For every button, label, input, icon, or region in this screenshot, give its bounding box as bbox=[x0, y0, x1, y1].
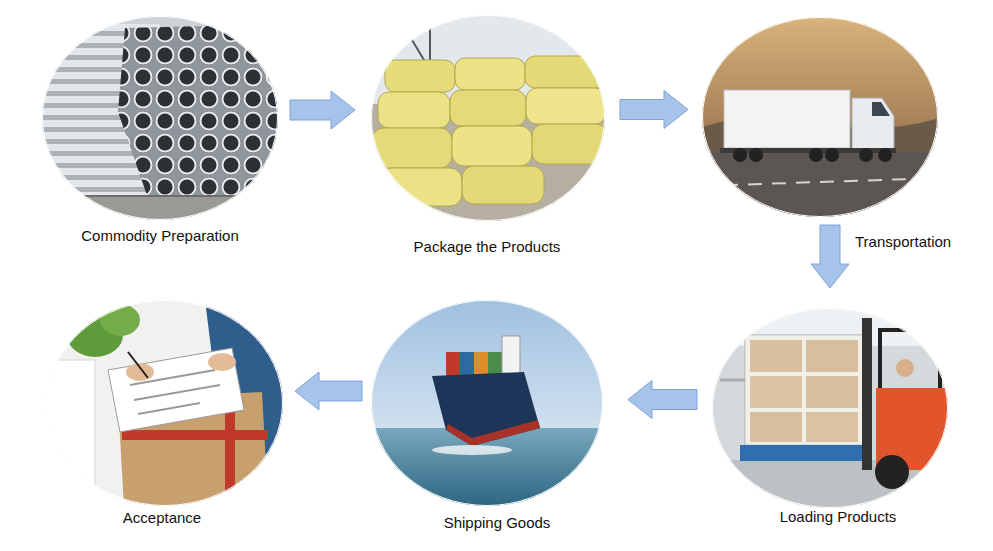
step-circle: Acceptance bbox=[47, 300, 283, 506]
step-circle: Shipping Goods bbox=[371, 300, 603, 506]
truck-photo-part bbox=[809, 148, 823, 162]
forklift-photo-part bbox=[740, 445, 868, 461]
circle-outline bbox=[712, 308, 948, 508]
forklift-photo-part bbox=[862, 318, 872, 470]
delivery-acceptance-photo-part bbox=[45, 360, 95, 510]
step-label: Package the Products bbox=[414, 238, 561, 256]
circle-outline bbox=[372, 301, 603, 506]
truck-photo-part bbox=[825, 148, 839, 162]
truck-photo-part bbox=[733, 148, 747, 162]
forklift-photo-part bbox=[745, 335, 863, 445]
packaged-bundles-photo-part bbox=[452, 126, 532, 166]
packaged-bundles-photo-part bbox=[372, 128, 452, 168]
step-label: Commodity Preparation bbox=[81, 227, 239, 245]
truck-photo-part bbox=[859, 148, 873, 162]
flow-arrow bbox=[290, 91, 355, 129]
flow-arrow bbox=[620, 91, 688, 129]
packaged-bundles-photo-part bbox=[526, 88, 606, 124]
flow-arrow bbox=[628, 381, 697, 419]
packaged-bundles-photo-part bbox=[532, 124, 608, 164]
step-circle: Transportation bbox=[702, 17, 938, 217]
forklift-photo-part bbox=[875, 455, 909, 489]
delivery-acceptance-photo-part bbox=[208, 353, 236, 371]
packaged-bundles-photo-part bbox=[378, 92, 450, 128]
delivery-acceptance-photo-part bbox=[108, 348, 244, 432]
forklift-photo-part bbox=[896, 359, 914, 377]
cargo-ship-photo-part bbox=[432, 445, 512, 455]
truck-photo-part bbox=[872, 102, 890, 116]
step-circle: Package the Products bbox=[371, 15, 605, 221]
cargo-ship-photo-part bbox=[502, 336, 520, 376]
packaged-bundles-photo-part bbox=[462, 166, 544, 204]
circle-outline bbox=[713, 309, 948, 508]
circle-outline bbox=[371, 300, 603, 506]
delivery-acceptance-photo-part bbox=[126, 363, 154, 381]
circle-outline bbox=[43, 17, 278, 220]
circle-outline bbox=[703, 18, 938, 217]
step-circle: Loading Products bbox=[712, 308, 948, 508]
truck-photo-part bbox=[724, 90, 850, 148]
step-circle: Commodity Preparation bbox=[42, 16, 278, 220]
truck-photo-part bbox=[700, 178, 940, 186]
truck-photo-part bbox=[749, 148, 763, 162]
step-label: Shipping Goods bbox=[444, 514, 551, 532]
forklift-photo-part bbox=[745, 335, 863, 445]
packaged-bundles-photo-part bbox=[450, 90, 526, 126]
truck-photo bbox=[700, 15, 940, 220]
flow-arrow bbox=[295, 372, 362, 410]
steel-pipes-photo-part bbox=[40, 196, 280, 226]
delivery-acceptance-photo-part bbox=[134, 385, 220, 400]
delivery-acceptance-photo-part bbox=[138, 403, 200, 414]
cargo-ship-photo bbox=[369, 298, 605, 508]
packaged-bundles-photo-part bbox=[525, 56, 605, 88]
circle-outline bbox=[702, 17, 938, 217]
cargo-ship-photo-part bbox=[460, 352, 474, 376]
cargo-ship-photo-part bbox=[474, 352, 488, 376]
packaged-bundles-photo-part bbox=[380, 168, 462, 206]
forklift-photo-part bbox=[710, 306, 950, 511]
flow-arrow bbox=[811, 225, 849, 288]
truck-photo-part bbox=[700, 15, 940, 220]
circle-outline bbox=[372, 16, 605, 221]
circle-outline bbox=[47, 300, 283, 506]
packaged-bundles-photo-part bbox=[385, 60, 455, 92]
forklift-photo bbox=[710, 306, 950, 511]
delivery-acceptance-photo bbox=[45, 298, 285, 510]
truck-photo-part bbox=[852, 98, 894, 150]
steel-pipes-photo bbox=[40, 14, 282, 226]
cargo-ship-photo-part bbox=[446, 420, 540, 446]
circle-outline bbox=[42, 16, 278, 220]
circle-outline bbox=[371, 15, 605, 221]
cargo-ship-photo-part bbox=[446, 352, 460, 376]
step-label: Loading Products bbox=[780, 508, 897, 526]
cargo-ship-photo-part bbox=[369, 298, 605, 508]
steel-pipes-photo-part bbox=[118, 24, 282, 204]
step-label: Transportation bbox=[855, 233, 951, 251]
packaged-bundles-photo-part bbox=[455, 58, 525, 90]
steel-pipes-photo-part bbox=[40, 195, 280, 197]
circle-outline bbox=[48, 301, 283, 506]
truck-photo-part bbox=[878, 148, 892, 162]
delivery-acceptance-photo-part bbox=[128, 352, 148, 378]
step-label: Acceptance bbox=[123, 509, 201, 527]
cargo-ship-photo-part bbox=[488, 352, 502, 376]
cargo-ship-photo-part bbox=[432, 372, 540, 446]
delivery-acceptance-photo-part bbox=[122, 430, 268, 440]
packaged-bundles-photo bbox=[370, 14, 608, 222]
